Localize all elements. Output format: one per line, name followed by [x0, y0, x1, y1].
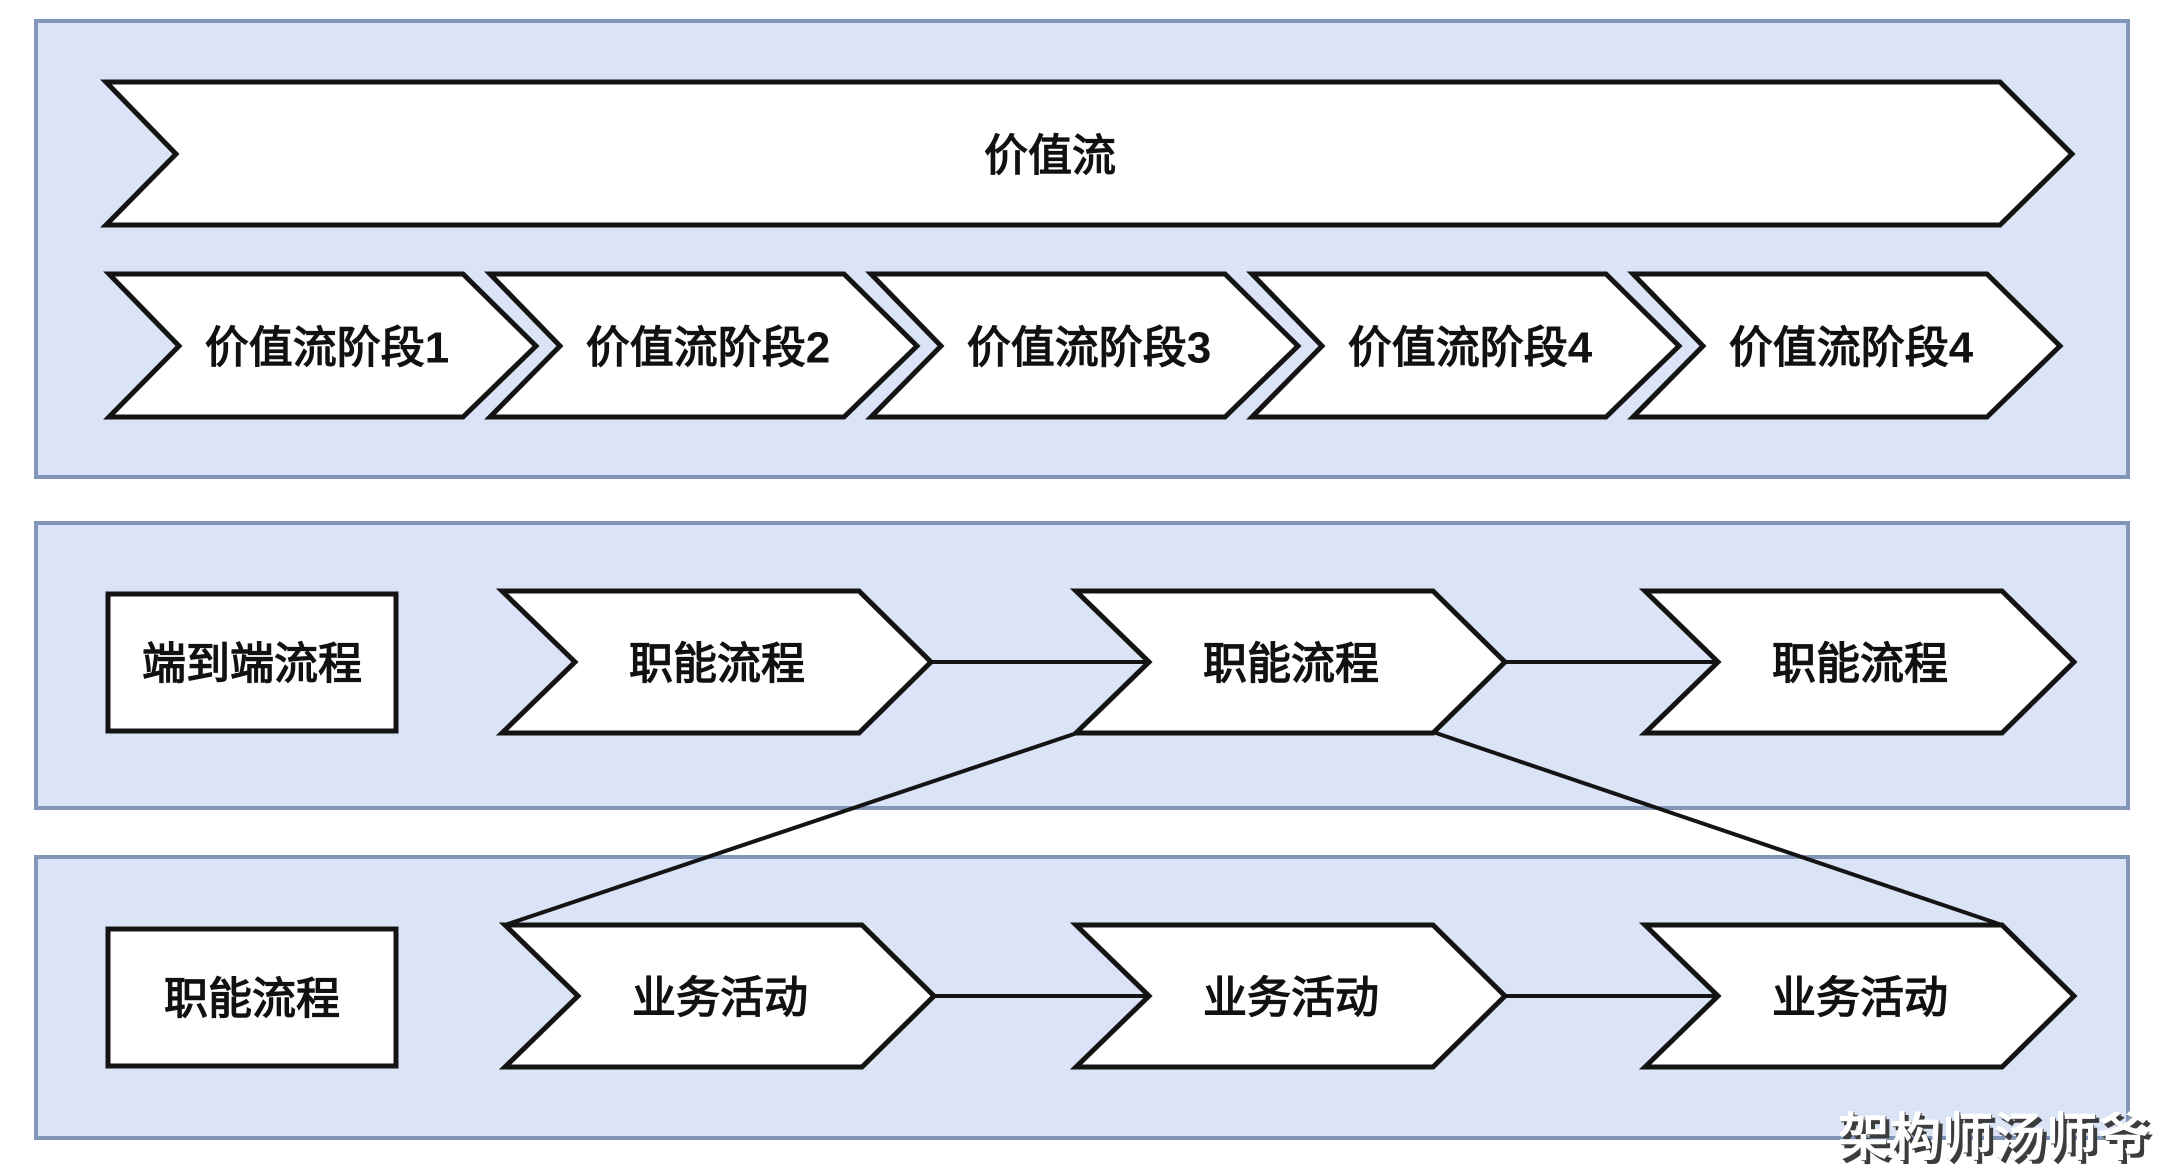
stage-3-label: 价值流阶段3	[967, 324, 1211, 373]
business-activity-3-label: 业务活动	[1772, 974, 1948, 1023]
watermark-text: 架构师汤师爷	[1838, 1109, 2151, 1166]
connector-functional-to-activity-1	[504, 731, 1078, 927]
stage-2-label: 价值流阶段2	[586, 324, 830, 373]
connector-functional-to-activity-3	[1432, 730, 2003, 927]
functional-label: 职能流程	[164, 975, 340, 1024]
functional-process-2-label: 职能流程	[1203, 640, 1379, 689]
stage-4-label: 价值流阶段4	[1348, 324, 1593, 373]
value-stream-stage-1	[103, 271, 540, 420]
stage-1-label: 价值流阶段1	[205, 324, 449, 373]
business-activity-1-label: 业务活动	[632, 974, 808, 1023]
value-stream-stage-3	[865, 271, 1302, 420]
value-stream-arrow	[100, 79, 2076, 228]
value-stream-arrow-label: 价值流	[984, 132, 1116, 181]
value-stream-stage-5	[1627, 271, 2064, 420]
functional-process-1-label: 职能流程	[629, 640, 805, 689]
end-to-end-label: 端到端流程	[142, 640, 362, 689]
functional-process-3-label: 职能流程	[1772, 640, 1948, 689]
business-activity-arrow-2	[1069, 922, 1509, 1070]
business-activity-arrow-1	[498, 922, 938, 1070]
functional-process-arrow-1	[495, 588, 935, 736]
end-to-end-label-box	[105, 591, 399, 734]
stage-5-label: 价值流阶段4	[1729, 324, 1974, 373]
functional-process-arrow-3	[1638, 588, 2078, 736]
business-activity-2-label: 业务活动	[1203, 974, 1379, 1023]
functional-process-arrow-2	[1069, 588, 1509, 736]
functional-label-box	[105, 926, 399, 1069]
value-stream-stage-4	[1246, 271, 1683, 420]
value-stream-stage-2	[484, 271, 921, 420]
business-activity-arrow-3	[1638, 922, 2078, 1070]
